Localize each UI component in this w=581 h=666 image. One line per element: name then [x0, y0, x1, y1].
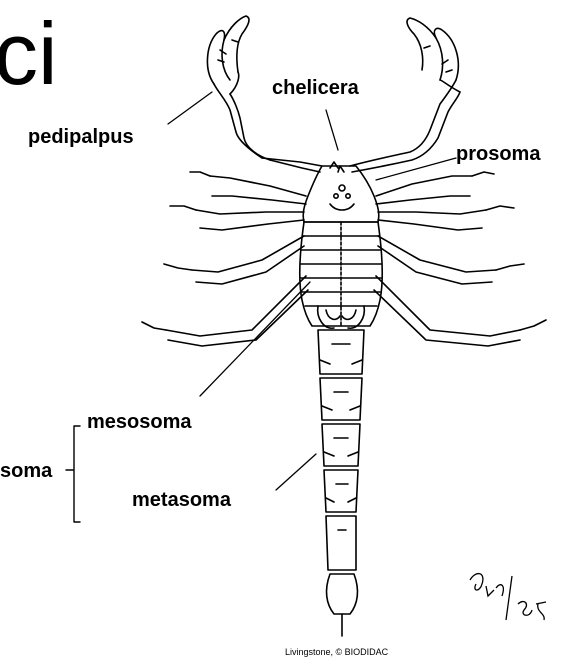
- bracket: [66, 426, 80, 522]
- label-metasoma: metasoma: [132, 490, 231, 510]
- metasoma-shape: [318, 330, 364, 636]
- title-fragment: ci: [0, 10, 58, 98]
- right-legs: [374, 172, 546, 346]
- right-pedipalp: [350, 18, 460, 172]
- leader-lines: [168, 92, 456, 490]
- mesosoma-shape: [300, 222, 382, 328]
- label-mesosoma: mesosoma: [87, 412, 192, 432]
- credit-text: Livingstone, © BIODIDAC: [285, 647, 388, 657]
- label-pedipalpus: pedipalpus: [28, 127, 134, 147]
- label-opisthosoma: soma: [0, 461, 52, 481]
- label-chelicera: chelicera: [272, 78, 359, 98]
- left-legs: [142, 172, 308, 346]
- label-prosoma: prosoma: [456, 144, 540, 164]
- signature-mark: [470, 574, 546, 620]
